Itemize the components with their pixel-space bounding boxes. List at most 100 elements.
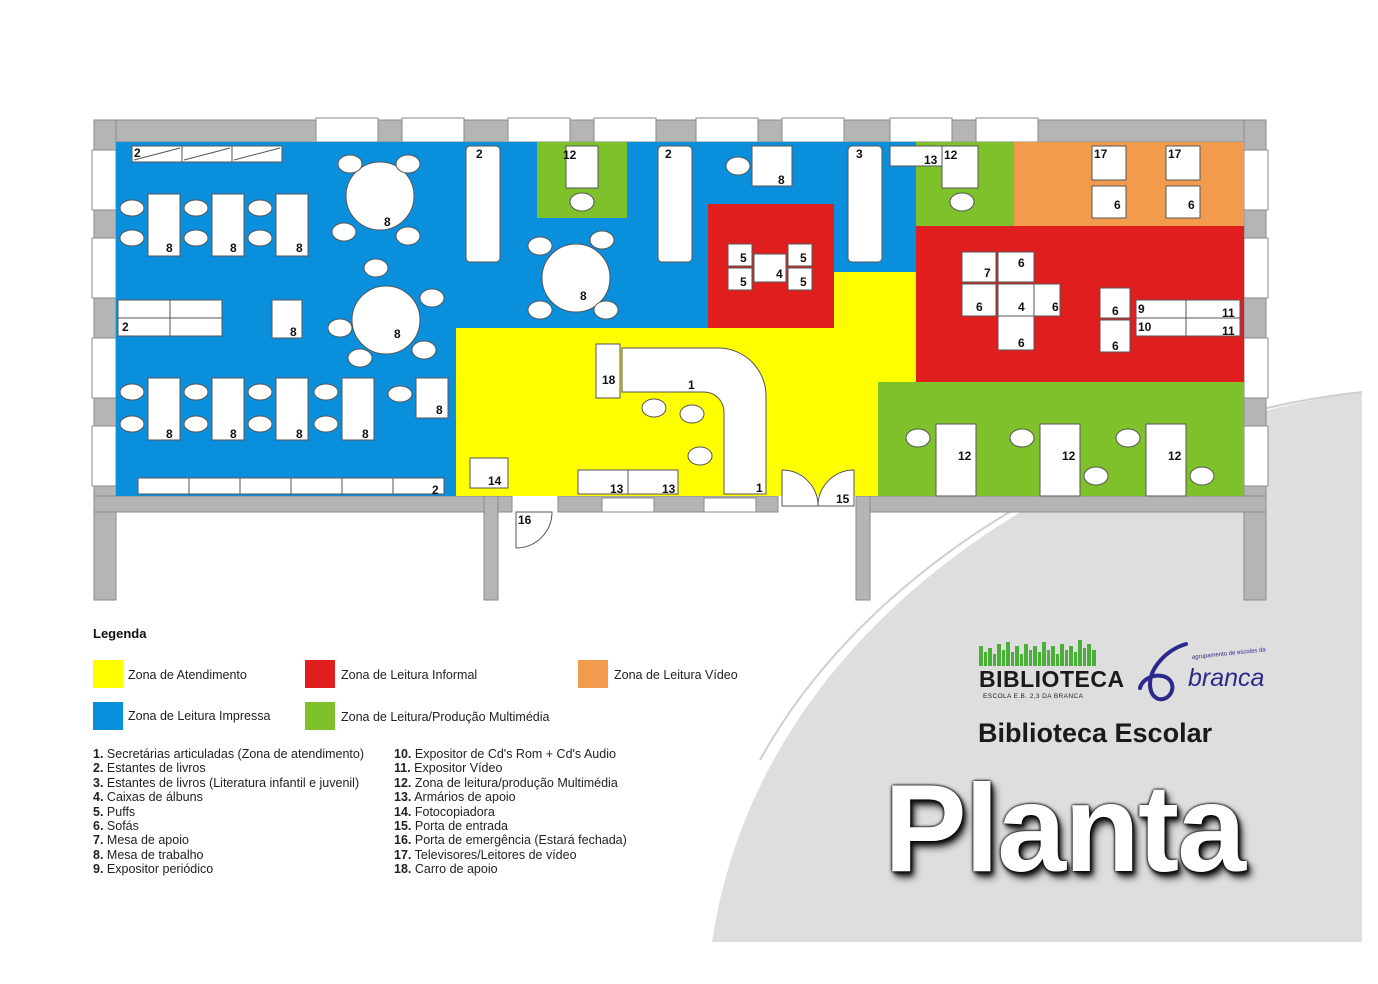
legend-key-item: 16. Porta de emergência (Estará fechada) xyxy=(394,833,627,848)
marker-puff: 5 xyxy=(740,275,747,289)
marker-table: 8 xyxy=(778,173,785,187)
marker-multimedia: 12 xyxy=(1168,449,1182,463)
branca-logo-mark-icon xyxy=(1138,642,1188,702)
marker-shelf: 2 xyxy=(665,147,672,161)
legend-key-item: 4. Caixas de álbuns xyxy=(93,790,203,805)
legend-key-item: 5. Puffs xyxy=(93,804,136,819)
marker-tv: 17 xyxy=(1168,147,1182,161)
marker-sofa: 6 xyxy=(976,300,983,314)
marker-sofa: 6 xyxy=(1188,198,1195,212)
legend-key-item: 8. Mesa de trabalho xyxy=(93,847,204,862)
legend-key-item: 14. Fotocopiadora xyxy=(394,804,495,819)
marker-video: 11 xyxy=(1222,306,1235,320)
legend-key-item: 7. Mesa de apoio xyxy=(93,833,189,848)
marker-emergency-door: 16 xyxy=(518,513,532,527)
label-multimedia: Zona de Leitura/Produção Multimédia xyxy=(341,710,550,724)
marker-table: 8 xyxy=(296,427,303,441)
marker-tv: 17 xyxy=(1094,147,1108,161)
zone-video xyxy=(1014,142,1244,226)
marker-cabinet: 13 xyxy=(610,482,624,496)
chairs xyxy=(119,154,1215,486)
marker-cabinet: 13 xyxy=(662,482,676,496)
marker-sofa: 6 xyxy=(1114,198,1121,212)
marker-table: 8 xyxy=(290,325,297,339)
marker-entry-door: 15 xyxy=(836,492,850,506)
marker-desk: 1 xyxy=(688,378,695,392)
marker-table: 8 xyxy=(166,427,173,441)
marker-cabinet: 13 xyxy=(924,153,938,167)
label-video: Zona de Leitura Vídeo xyxy=(614,668,738,682)
marker-albums: 4 xyxy=(1018,300,1025,314)
marker-desk: 1 xyxy=(756,481,763,495)
legend-key-item: 17. Televisores/Leitores de vídeo xyxy=(394,847,577,862)
marker-table: 8 xyxy=(580,289,587,303)
swatch-video xyxy=(578,660,608,688)
legend-key-item: 9. Expositor periódico xyxy=(93,862,214,877)
marker-table: 8 xyxy=(230,241,237,255)
legend-key-item: 13. Armários de apoio xyxy=(394,790,516,805)
marker-table: 8 xyxy=(436,403,443,417)
marker-albums: 4 xyxy=(776,267,783,281)
marker-shelf: 2 xyxy=(134,146,141,160)
marker-sofa: 6 xyxy=(1112,304,1119,318)
zone-atendimento-side xyxy=(878,272,916,382)
swatch-multimedia xyxy=(305,702,335,730)
legend-key-left: 1. Secretárias articuladas (Zona de aten… xyxy=(93,747,364,877)
marker-sofa: 6 xyxy=(1018,336,1025,350)
marker-sofa: 6 xyxy=(1112,339,1119,353)
legend-key-item: 3. Estantes de livros (Literatura infant… xyxy=(93,775,360,790)
subtitle: Biblioteca Escolar xyxy=(978,718,1213,748)
swatch-atendimento xyxy=(93,660,123,688)
windows xyxy=(91,117,1269,513)
marker-cd: 10 xyxy=(1138,320,1152,334)
swatch-informal xyxy=(305,660,335,688)
marker-multimedia: 12 xyxy=(563,148,577,162)
swatch-impressa xyxy=(93,702,123,730)
marker-cart: 18 xyxy=(602,373,616,387)
legend-key-item: 10. Expositor de Cd's Rom + Cd's Audio xyxy=(394,747,616,761)
marker-table: 8 xyxy=(362,427,369,441)
marker-sofa: 6 xyxy=(1052,300,1059,314)
label-impressa: Zona de Leitura Impressa xyxy=(128,709,271,723)
marker-support-table: 7 xyxy=(984,266,991,280)
marker-table: 8 xyxy=(230,427,237,441)
biblioteca-logo-subtitle: ESCOLA E.B. 2,3 DA BRANCA xyxy=(983,693,1084,700)
marker-multimedia: 12 xyxy=(958,449,972,463)
marker-periodic: 9 xyxy=(1138,302,1145,316)
legend-title: Legenda xyxy=(93,626,147,641)
legend-key-item: 6. Sofás xyxy=(93,819,139,834)
plan-markers: 2 2 2 2 2 3 8 8 8 8 8 8 8 8 8 8 8 8 8 12… xyxy=(122,146,1235,527)
label-informal: Zona de Leitura Informal xyxy=(341,668,478,682)
label-atendimento: Zona de Atendimento xyxy=(128,668,247,682)
marker-table: 8 xyxy=(394,327,401,341)
marker-table: 8 xyxy=(296,241,303,255)
marker-shelf: 2 xyxy=(432,483,439,497)
marker-table: 8 xyxy=(166,241,173,255)
legend-key-item: 15. Porta de entrada xyxy=(394,819,508,834)
marker-puff: 5 xyxy=(800,251,807,265)
marker-puff: 5 xyxy=(740,251,747,265)
legend-key-item: 12. Zona de leitura/produção Multimédia xyxy=(394,775,618,790)
biblioteca-logo-word: BIBLIOTECA xyxy=(979,666,1125,692)
marker-puff: 5 xyxy=(800,275,807,289)
marker-multimedia: 12 xyxy=(944,148,958,162)
marker-sofa: 6 xyxy=(1018,256,1025,270)
legend-key-item: 2. Estantes de livros xyxy=(93,761,206,776)
legend-key-item: 18. Carro de apoio xyxy=(394,862,498,877)
background-sweep xyxy=(712,392,1362,942)
marker-copier: 14 xyxy=(488,474,502,488)
legend-key-right: 10. Expositor de Cd's Rom + Cd's Audio 1… xyxy=(394,747,627,877)
marker-shelf: 2 xyxy=(122,320,129,334)
page-title: Planta xyxy=(884,760,1246,898)
marker-shelf: 2 xyxy=(476,147,483,161)
marker-video: 11 xyxy=(1222,324,1235,338)
furniture xyxy=(117,145,1241,549)
marker-shelf-children: 3 xyxy=(856,147,863,161)
agrupamento-branca-word: branca xyxy=(1188,664,1265,692)
legend-key-item: 11. Expositor Vídeo xyxy=(394,761,503,776)
biblioteca-logo-books-icon xyxy=(979,640,1096,666)
legend-key-item: 1. Secretárias articuladas (Zona de aten… xyxy=(93,747,365,761)
marker-multimedia: 12 xyxy=(1062,449,1076,463)
marker-table: 8 xyxy=(384,215,391,229)
